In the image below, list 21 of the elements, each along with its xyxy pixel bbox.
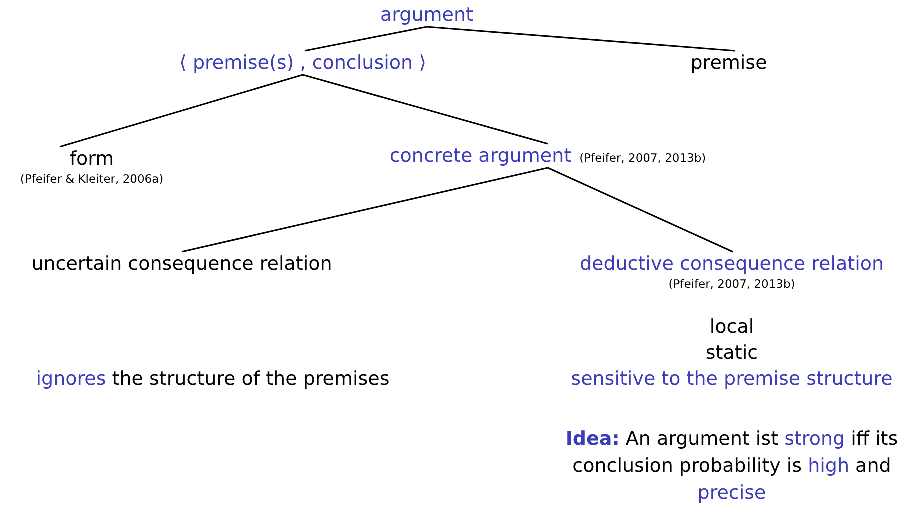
note-text: ignores the structure of the premises (35, 367, 391, 392)
citation: (Pfeifer, 2007, 2013b) (580, 151, 706, 165)
note-text: sensitive to the premise structure (570, 367, 894, 392)
node-label: concrete argument (390, 145, 572, 167)
tree-branch-line (548, 167, 734, 253)
node-label: form (70, 148, 114, 170)
node-label: uncertain consequence relation (32, 253, 332, 275)
node-label: premise (690, 52, 768, 74)
note-text: static (704, 341, 760, 366)
node-label: argument (380, 4, 474, 26)
citation: (Pfeifer, 2007, 2013b) (668, 277, 796, 291)
tree-branch-line (426, 26, 736, 52)
citation: (Pfeifer & Kleiter, 2006a) (20, 172, 164, 186)
node-label: ⟨ premise(s) , conclusion ⟩ (180, 52, 426, 74)
note-text: local (708, 315, 756, 340)
tree-branch-line (60, 74, 304, 148)
note-text: Idea: An argument ist strong iff its conclusion probability is high and precise (564, 427, 900, 506)
tree-branch-line (304, 26, 428, 52)
tree-branch-line (302, 74, 548, 145)
node-label: deductive consequence relation (580, 253, 884, 275)
tree-branch-line (182, 167, 548, 253)
